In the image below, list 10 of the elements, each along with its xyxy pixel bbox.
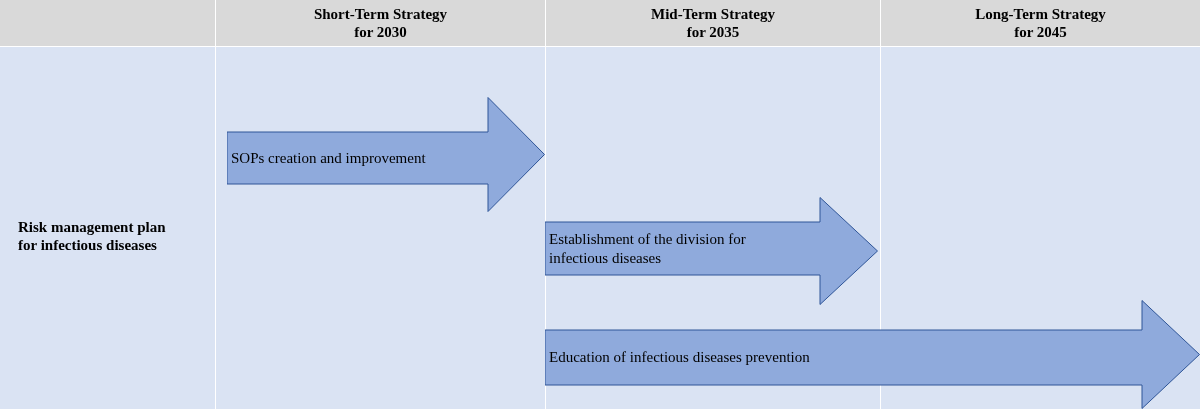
- column-header: Short-Term Strategy for 2030: [312, 5, 449, 41]
- timeline-bar: [545, 300, 1200, 409]
- timeline-bar: [545, 197, 878, 305]
- arrow-label: Education of infectious diseases prevention: [549, 348, 811, 367]
- row-header: Risk management plan for infectious diseases: [18, 218, 167, 254]
- timeline-bar: [227, 97, 545, 212]
- arrow-label: Establishment of the division for infectious diseases: [549, 229, 747, 268]
- column-header: Long-Term Strategy for 2045: [974, 5, 1107, 41]
- column-header: Mid-Term Strategy for 2035: [650, 5, 776, 41]
- arrow-label: SOPs creation and improvement: [231, 148, 427, 168]
